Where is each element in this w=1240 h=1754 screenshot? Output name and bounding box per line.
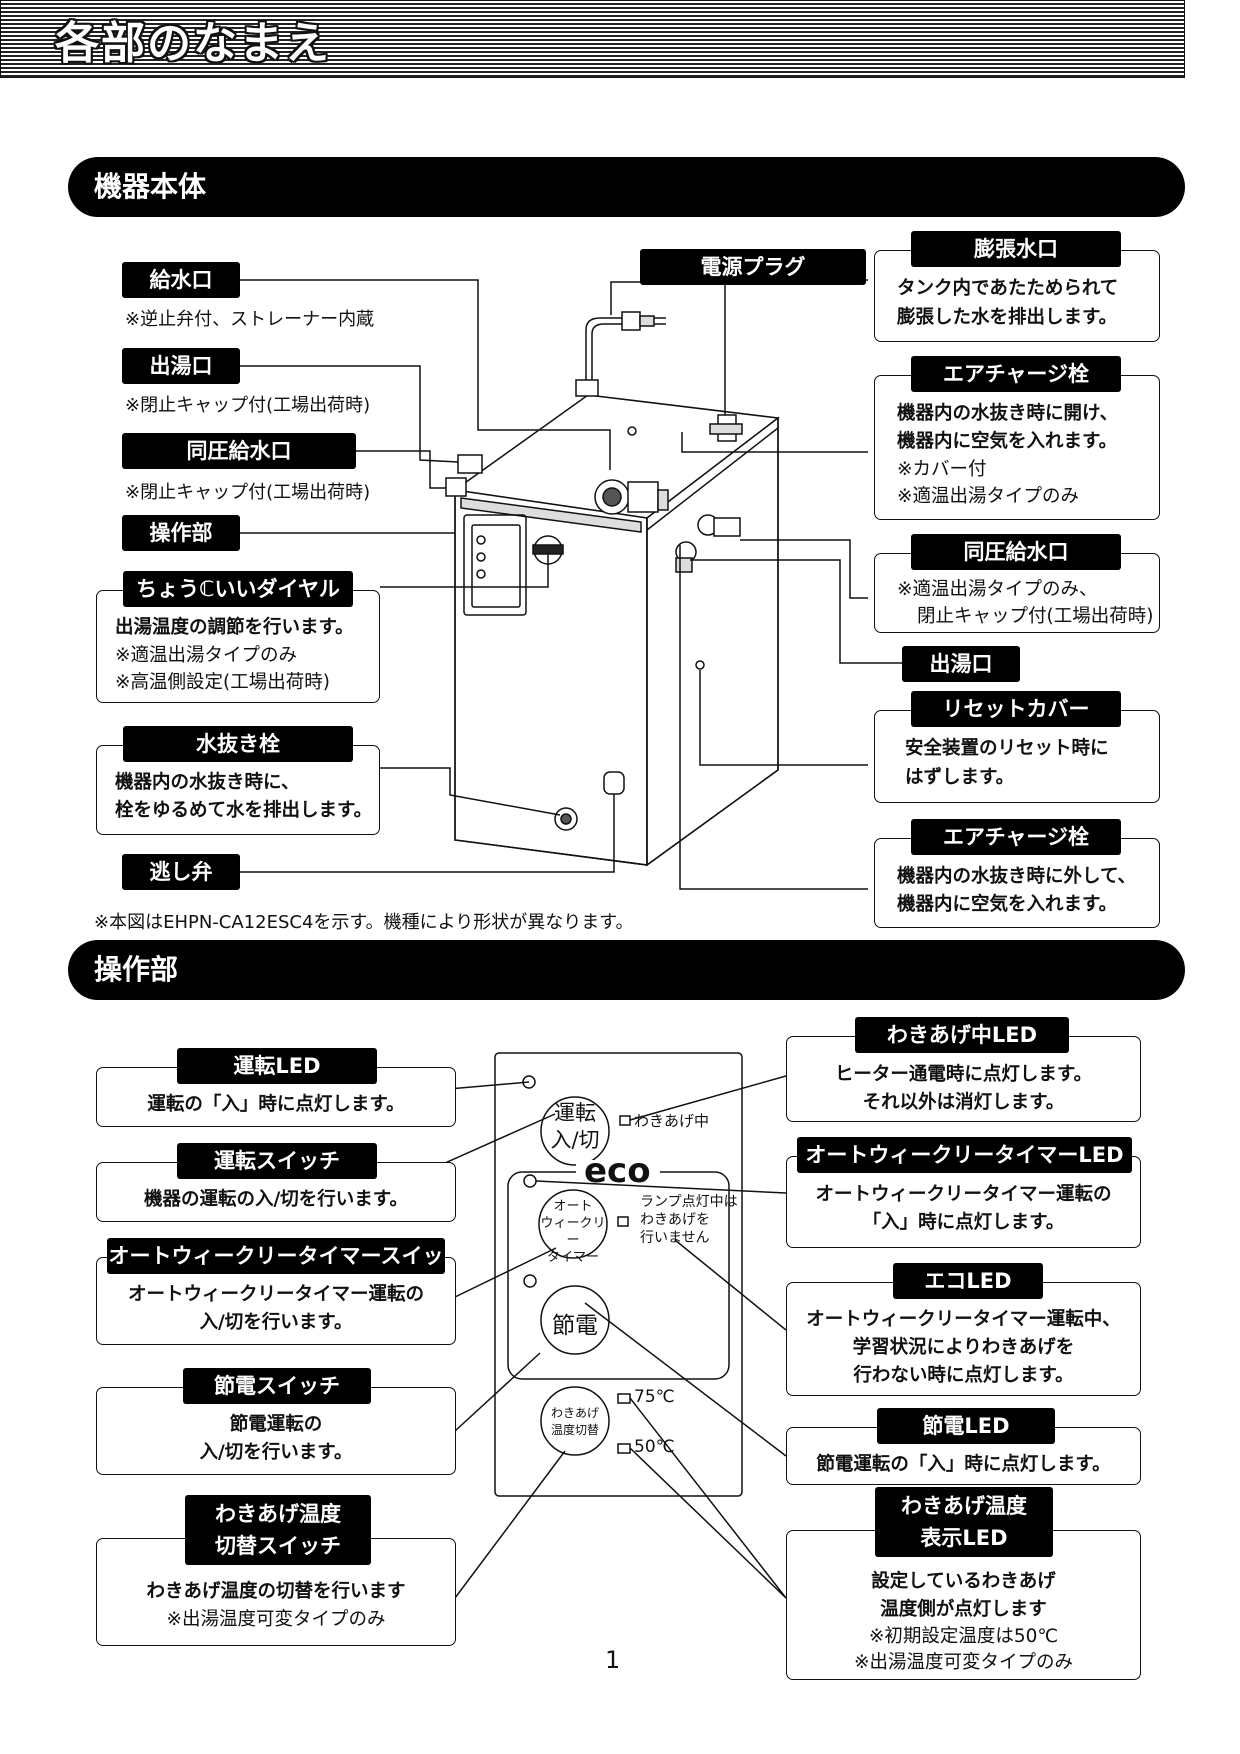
run-switch-box: 運転スイッチ 機器の運転の入/切を行います。: [96, 1143, 456, 1222]
auto-weekly-led-tag: オートウィークリータイマーLED: [797, 1137, 1132, 1173]
temp-75-label: 75℃: [634, 1387, 675, 1407]
air-charge-bottom-tag: エアチャージ栓: [911, 819, 1121, 855]
drain-plug-left-box: 水抜き栓 機器内の水抜き時に、 栓をゆるめて水を排出します。: [96, 726, 380, 835]
air-charge-top-box: エアチャージ栓 機器内の水抜き時に開け、 機器内に空気を入れます。 ※カバー付 …: [874, 356, 1160, 520]
control-panel-tag: 操作部: [122, 515, 240, 551]
boiling-led-tag: わきあげ中LED: [855, 1017, 1069, 1053]
section-header-panel: 操作部: [68, 940, 1185, 1000]
boil-temp-switch-box: わきあげ温度 切替スイッチ わきあげ温度の切替を行います ※出湯温度可変タイプの…: [96, 1495, 456, 1646]
dial-box: ちょうℂいいダイヤル 出湯温度の調節を行います。 ※適温出湯タイプのみ ※高温側…: [96, 571, 380, 703]
same-pressure-inlet-right-tag: 同圧給水口: [911, 534, 1121, 570]
hot-outlet-left-note: ※閉止キャップ付(工場出荷時): [125, 395, 371, 416]
same-pressure-inlet-right-box: 同圧給水口 ※適温出湯タイプのみ、 閉止キャップ付(工場出荷時): [874, 534, 1160, 633]
eco-led-tag: エコLED: [893, 1263, 1043, 1299]
power-save-led-tag: 節電LED: [877, 1408, 1055, 1444]
reset-cover-tag: リセットカバー: [911, 691, 1121, 727]
boil-temp-switch-tag: わきあげ温度 切替スイッチ: [185, 1495, 371, 1565]
body-footnote: ※本図はEHPN-CA12ESC4を示す。機種により形状が異なります。: [94, 912, 634, 933]
section-header-body: 機器本体: [68, 157, 1185, 217]
air-charge-top-tag: エアチャージ栓: [911, 356, 1121, 392]
auto-weekly-switch-box: オートウィークリータイマースイッチ オートウィークリータイマー運転の 入/切を行…: [96, 1238, 456, 1345]
boil-temp-led-tag: わきあげ温度 表示LED: [875, 1487, 1053, 1557]
power-plug-tag: 電源プラグ: [640, 249, 866, 285]
page-title: 各部のなまえ: [55, 18, 331, 69]
same-pressure-inlet-left-tag: 同圧給水口: [122, 433, 356, 469]
temp-50-label: 50℃: [634, 1437, 675, 1457]
lamp-note: ランプ点灯中は わきあげを 行いません: [640, 1194, 738, 1246]
boiling-led-box: わきあげ中LED ヒーター通電時に点灯します。 それ以外は消灯します。: [786, 1017, 1141, 1122]
boiling-indicator-label: わきあげ中: [634, 1112, 710, 1130]
run-led-box: 運転LED 運転の「入」時に点灯します。: [96, 1048, 456, 1127]
auto-weekly-timer-button[interactable]: オート ウィークリー タイマー: [540, 1199, 606, 1265]
page-number: 1: [605, 1646, 621, 1674]
dial-tag: ちょうℂいいダイヤル: [123, 571, 353, 607]
air-charge-bottom-box: エアチャージ栓 機器内の水抜き時に外して、 機器内に空気を入れます。: [874, 819, 1160, 928]
relief-valve-tag: 逃し弁: [122, 854, 240, 890]
power-save-led-box: 節電LED 節電運転の「入」時に点灯します。: [786, 1408, 1141, 1485]
hot-outlet-right-tag: 出湯口: [902, 646, 1020, 682]
hot-outlet-left-tag: 出湯口: [122, 348, 240, 384]
control-panel-face: [494, 1052, 743, 1497]
expansion-outlet-tag: 膨張水口: [911, 231, 1121, 267]
water-heater-illustration: [445, 311, 780, 867]
power-save-switch-tag: 節電スイッチ: [183, 1368, 371, 1404]
boil-temp-switch-button[interactable]: わきあげ 温度切替: [550, 1406, 599, 1437]
boil-temp-led-box: わきあげ温度 表示LED 設定しているわきあげ 温度側が点灯します ※初期設定温…: [786, 1487, 1141, 1680]
water-inlet-note: ※逆止弁付、ストレーナー内蔵: [125, 309, 375, 330]
same-pressure-inlet-left-note: ※閉止キャップ付(工場出荷時): [125, 482, 371, 503]
run-led-tag: 運転LED: [177, 1048, 377, 1084]
page-title-bar: 各部のなまえ: [0, 0, 1185, 78]
run-switch-tag: 運転スイッチ: [177, 1143, 377, 1179]
expansion-outlet-box: 膨張水口 タンク内であたためられて 膨張した水を排出します。: [874, 231, 1160, 342]
reset-cover-box: リセットカバー 安全装置のリセット時に はずします。: [874, 691, 1160, 803]
eco-label: eco: [584, 1151, 651, 1191]
power-save-switch-box: 節電スイッチ 節電運転の 入/切を行います。: [96, 1368, 456, 1475]
eco-led-box: エコLED オートウィークリータイマー運転中、 学習状況によりわきあげを 行わな…: [786, 1263, 1141, 1396]
water-inlet-tag: 給水口: [122, 262, 240, 298]
auto-weekly-led-box: オートウィークリータイマーLED オートウィークリータイマー運転の 「入」時に点…: [786, 1137, 1141, 1248]
auto-weekly-switch-tag: オートウィークリータイマースイッチ: [107, 1238, 445, 1304]
drain-plug-left-tag: 水抜き栓: [123, 726, 353, 762]
run-button[interactable]: 運転 入/切: [550, 1101, 600, 1152]
power-save-button[interactable]: 節電: [552, 1313, 598, 1339]
